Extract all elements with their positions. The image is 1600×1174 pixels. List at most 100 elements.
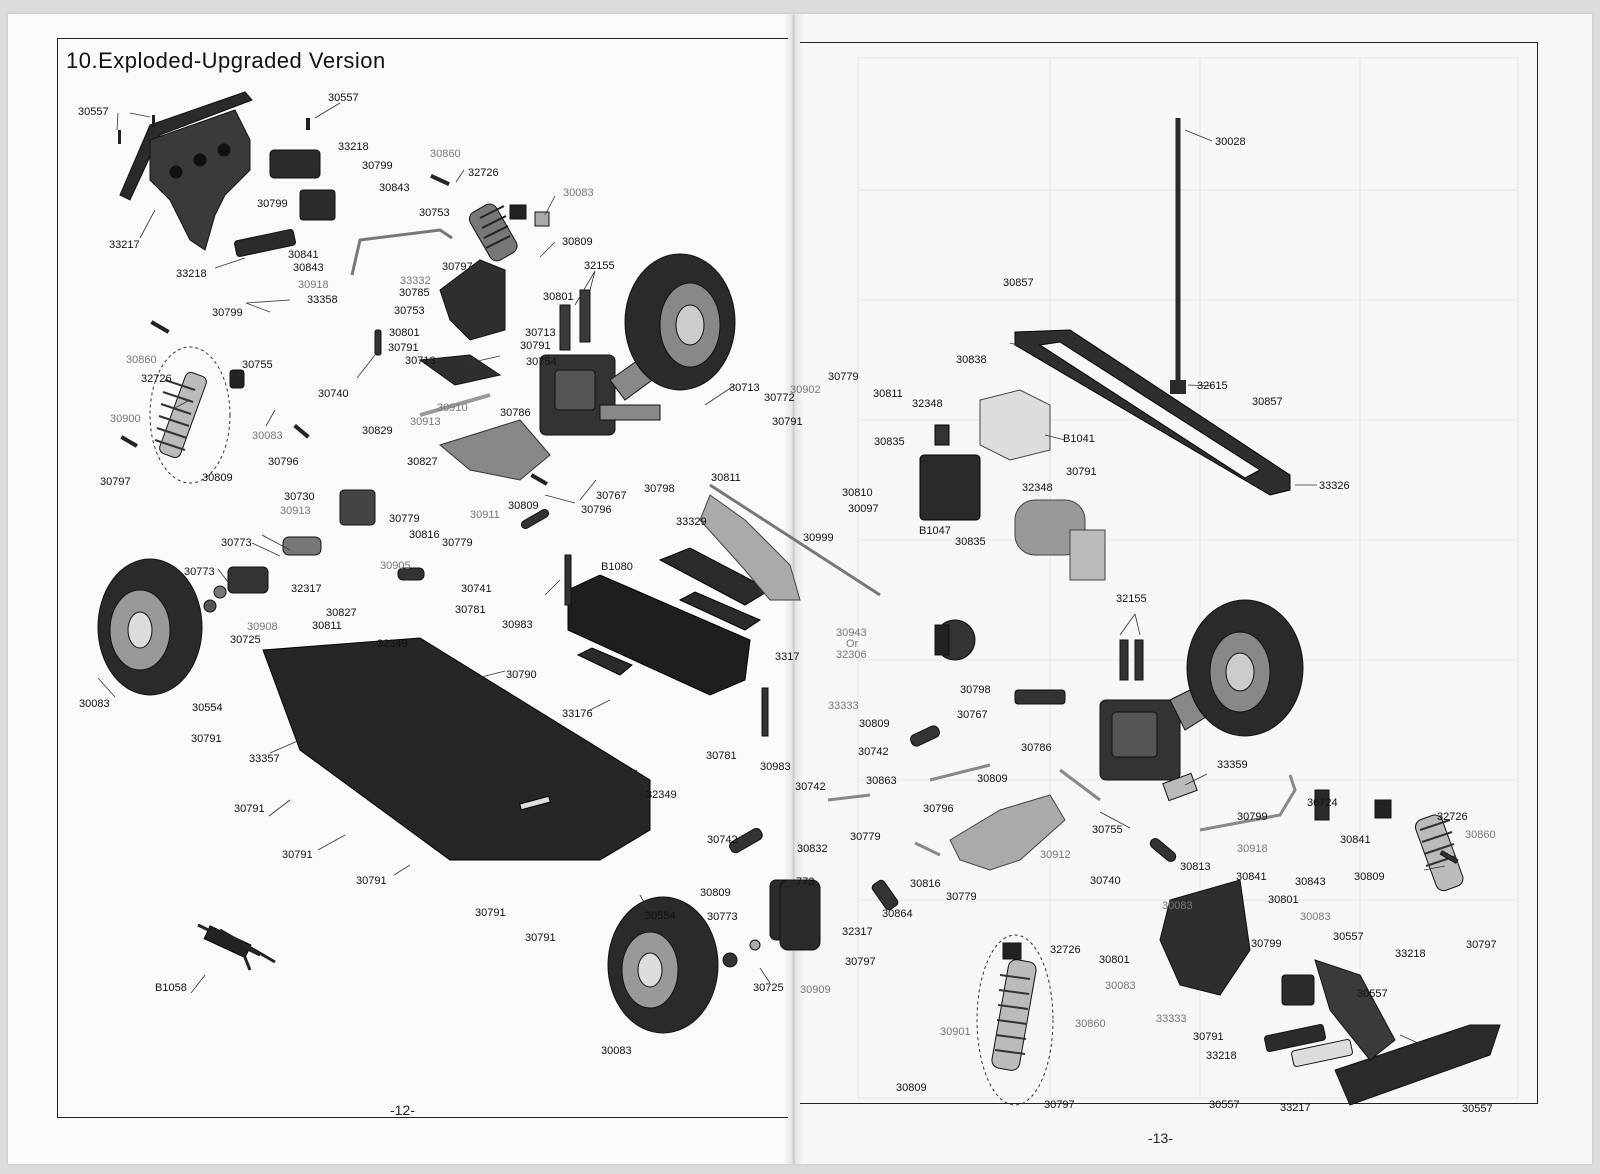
callout: 773: [796, 876, 814, 888]
callout: 30809: [859, 718, 890, 730]
callout: 30755: [1092, 824, 1123, 836]
callout: 30742: [795, 781, 826, 793]
callout: 30083: [1162, 900, 1193, 912]
callout: 30796: [923, 803, 954, 815]
callout: 30754: [526, 356, 557, 368]
callout: 30741: [461, 583, 492, 595]
callout: 30725: [753, 982, 784, 994]
callout: 30773: [184, 566, 215, 578]
callout: 30900: [110, 413, 141, 425]
callout: 32349: [646, 789, 677, 801]
callout: 30864: [882, 908, 913, 920]
callout: 30841: [1236, 871, 1267, 883]
screws-left: [118, 115, 548, 486]
front-lower-arm: [419, 393, 551, 481]
callout: 30779: [850, 831, 881, 843]
steering-link: [699, 483, 881, 601]
callout: 30557: [1209, 1099, 1240, 1111]
callout: 33217: [1280, 1102, 1311, 1114]
callout: 30791: [1193, 1031, 1224, 1043]
callout: 30801: [389, 327, 420, 339]
callout: 30796: [268, 456, 299, 468]
callout: 32349: [377, 638, 408, 650]
callout: 30786: [500, 407, 531, 419]
callout: 30779: [389, 513, 420, 525]
callout: 30083: [1105, 980, 1136, 992]
front-left-wheel: [97, 558, 203, 696]
callout: 30791: [388, 342, 419, 354]
callout: 30911: [470, 509, 500, 521]
callout: 33218: [176, 268, 207, 280]
callout: 33176: [562, 708, 593, 720]
rear-shock-tower: [1159, 879, 1251, 996]
callout: 30791: [191, 733, 222, 745]
steering-servo: [919, 424, 981, 521]
callout: 32155: [584, 260, 615, 272]
front-shock-tower: [439, 259, 591, 351]
rear-bumper-mounts: [1264, 974, 1353, 1068]
callout: 32726: [1437, 811, 1468, 823]
page-number-right: -13-: [1148, 1130, 1173, 1146]
callout: 30860: [1075, 1018, 1106, 1030]
callout: 30730: [284, 491, 315, 503]
callout: 30557: [1333, 931, 1364, 943]
receiver-box: [979, 389, 1051, 461]
front-bumper-part: [119, 91, 253, 251]
callout: 30791: [525, 932, 556, 944]
front-knuckle-parts: [203, 489, 376, 613]
callout: 30827: [407, 456, 438, 468]
callout: 30829: [362, 425, 393, 437]
callout: 30791: [234, 803, 265, 815]
callout: 30816: [910, 878, 941, 890]
callout: 32155: [1116, 593, 1147, 605]
callout: 30753: [419, 207, 450, 219]
callout: 30713: [729, 382, 760, 394]
callout: 30811: [711, 472, 741, 484]
callout: 30740: [318, 388, 349, 400]
callout: 30753: [394, 305, 425, 317]
rear-shock-left: [976, 934, 1054, 1106]
callout: 30797: [845, 956, 876, 968]
callout: 30999: [803, 532, 834, 544]
rear-lower-arm: [949, 794, 1066, 871]
callout: 30083: [252, 430, 283, 442]
callout: 30798: [960, 684, 991, 696]
main-chassis-plate: [262, 637, 651, 861]
callout: 30791: [475, 907, 506, 919]
rear-shock-right: [1374, 799, 1464, 892]
callout: 30813: [1180, 861, 1211, 873]
callout: 33333: [1156, 1013, 1187, 1025]
rear-hub-parts: [779, 879, 899, 951]
callout: 30773: [221, 537, 252, 549]
callout: 30797: [1044, 1099, 1075, 1111]
callout: 32317: [842, 926, 873, 938]
callout: 30799: [1237, 811, 1268, 823]
callout: 30863: [866, 775, 897, 787]
callout: 30983: [502, 619, 533, 631]
callout: 30781: [455, 604, 486, 616]
callout: 30097: [848, 503, 879, 515]
callout-leader-lines: [97, 102, 1446, 1044]
callout: 32306: [836, 649, 867, 661]
motor: [1014, 499, 1106, 581]
callout: 30809: [508, 500, 539, 512]
callout: 30901: [940, 1026, 971, 1038]
callout: Or: [846, 638, 859, 650]
b1058-connector: [197, 923, 276, 971]
spur-gear: [934, 619, 976, 661]
callout: 30841: [288, 249, 319, 261]
callout: 30557: [78, 106, 109, 118]
callout: 30773: [707, 911, 738, 923]
callout: 30028: [1215, 136, 1246, 148]
callout: 30835: [955, 536, 986, 548]
callout: 30083: [79, 698, 110, 710]
callout: 30809: [896, 1082, 927, 1094]
callout: 30843: [293, 262, 324, 274]
callout: 30801: [1099, 954, 1130, 966]
callout: 30083: [1300, 911, 1331, 923]
callout: 30554: [645, 910, 676, 922]
callout: 30772: [764, 392, 795, 404]
callout: 30913: [410, 416, 441, 428]
callout: 33329: [676, 516, 707, 528]
callout: 30557: [328, 92, 359, 104]
